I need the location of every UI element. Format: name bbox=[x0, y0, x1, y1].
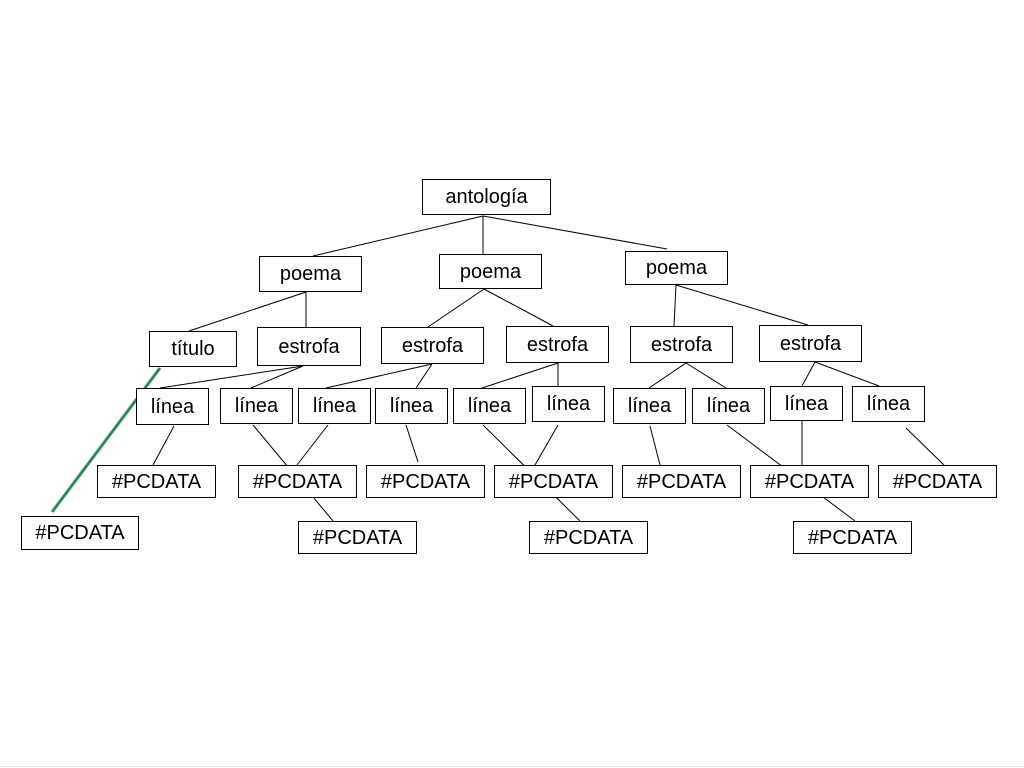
node-pcdata-10: #PCDATA bbox=[529, 521, 648, 554]
edge-antologia-poema1 bbox=[312, 215, 484, 257]
node-estrofa-5: estrofa bbox=[759, 325, 862, 362]
node-pcdata-7: #PCDATA bbox=[878, 465, 997, 498]
node-pcdata-1: #PCDATA bbox=[97, 465, 216, 498]
node-poema-3: poema bbox=[625, 251, 728, 285]
edge-estrofa3-linea5 bbox=[481, 362, 559, 389]
node-poema-1: poema bbox=[259, 256, 362, 292]
edge-poema2-estrofa3 bbox=[483, 288, 554, 327]
edge-linea7-pcdata bbox=[649, 425, 661, 466]
node-linea-3: línea bbox=[298, 388, 371, 424]
node-pcdata-2: #PCDATA bbox=[238, 465, 357, 498]
node-estrofa-2: estrofa bbox=[381, 327, 484, 364]
node-linea-10: línea bbox=[852, 386, 925, 422]
node-pcdata-4: #PCDATA bbox=[494, 465, 613, 498]
node-linea-7: línea bbox=[613, 388, 686, 424]
edge-linea6-pcdata bbox=[534, 424, 559, 466]
edge-linea1-pcdata bbox=[152, 425, 175, 466]
edge-estrofa4-linea7 bbox=[648, 362, 687, 389]
node-pcdata-6: #PCDATA bbox=[750, 465, 869, 498]
node-pcdata-9: #PCDATA bbox=[298, 521, 417, 554]
edge-poema2-estrofa2 bbox=[427, 288, 485, 328]
node-linea-9: línea bbox=[770, 386, 843, 421]
edge-poema3-estrofa5 bbox=[675, 284, 809, 326]
node-linea-4: línea bbox=[375, 388, 448, 424]
edge-estrofa5-linea9 bbox=[801, 361, 816, 387]
node-linea-5: línea bbox=[453, 388, 526, 424]
node-pcdata-8: #PCDATA bbox=[21, 516, 139, 550]
node-pcdata-5: #PCDATA bbox=[622, 465, 741, 498]
edge-poema1-titulo bbox=[188, 291, 307, 332]
edge-estrofa1-linea2 bbox=[250, 365, 304, 389]
edge-estrofa5-linea10 bbox=[814, 361, 880, 387]
edge-antologia-poema3 bbox=[482, 215, 668, 250]
node-estrofa-1: estrofa bbox=[257, 327, 361, 366]
node-estrofa-3: estrofa bbox=[506, 326, 609, 363]
edge-estrofa1-linea1 bbox=[159, 365, 304, 389]
node-linea-6: línea bbox=[532, 386, 605, 422]
edge-poema3-estrofa4 bbox=[673, 284, 677, 327]
node-poema-2: poema bbox=[439, 254, 542, 289]
edge-linea3-pcdata bbox=[296, 424, 329, 466]
node-linea-2: línea bbox=[220, 388, 293, 424]
node-estrofa-4: estrofa bbox=[630, 326, 733, 363]
edge-estrofa2-linea3 bbox=[325, 363, 433, 389]
edge-linea10-pcdata bbox=[905, 427, 945, 466]
node-linea-8: línea bbox=[692, 388, 765, 424]
edge-linea4-pcdata bbox=[405, 424, 419, 463]
bottom-divider bbox=[0, 766, 1024, 767]
node-pcdata-11: #PCDATA bbox=[793, 521, 912, 554]
edge-estrofa4-linea8 bbox=[685, 362, 727, 389]
node-pcdata-3: #PCDATA bbox=[366, 465, 485, 498]
node-antologia: antología bbox=[422, 179, 551, 215]
node-linea-1: línea bbox=[136, 388, 209, 425]
edge-estrofa2-linea4 bbox=[415, 363, 433, 389]
node-titulo: título bbox=[149, 331, 237, 367]
